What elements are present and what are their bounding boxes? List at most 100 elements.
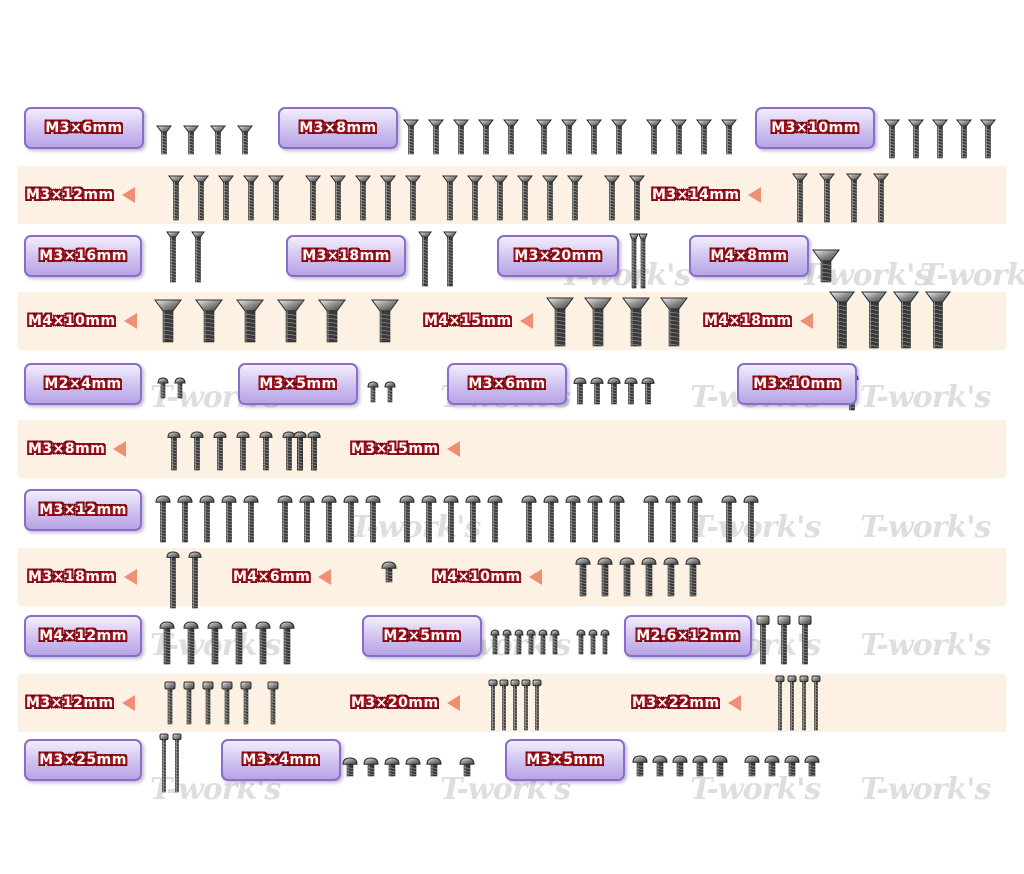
- screw-icon: [418, 231, 432, 287]
- triangle-left-icon: [123, 313, 137, 329]
- size-label-badge: M2.6×12mm: [624, 615, 752, 657]
- triangle-left-icon: [446, 695, 460, 711]
- watermark-text: T-work's: [690, 510, 821, 545]
- screw-icon: [399, 495, 415, 543]
- screw-icon: [279, 621, 295, 665]
- triangle-left-icon: [528, 569, 542, 585]
- size-label-badge: M3×5mm: [505, 739, 625, 781]
- screw-icon: [236, 431, 250, 471]
- screw-icon: [174, 377, 186, 399]
- screw-icon: [692, 755, 708, 777]
- screw-icon: [907, 119, 925, 159]
- screw-icon: [157, 377, 169, 399]
- screw-icon: [535, 119, 553, 155]
- size-label-badge: M2×5mm: [362, 615, 482, 657]
- screw-icon: [590, 377, 604, 405]
- screw-icon: [597, 557, 613, 597]
- size-label-badge: M3×10mm: [755, 107, 875, 149]
- screw-icon: [155, 125, 173, 155]
- screw-icon: [342, 757, 358, 777]
- screw-icon: [804, 755, 820, 777]
- screw-icon: [560, 119, 578, 155]
- watermark-text: T-work's: [860, 380, 991, 415]
- screw-icon: [421, 495, 437, 543]
- screw-icon: [318, 299, 346, 343]
- size-label: M4×15mm: [424, 305, 533, 337]
- screw-icon: [587, 495, 603, 543]
- screw-icon: [379, 175, 397, 221]
- screw-icon: [712, 755, 728, 777]
- screw-icon: [607, 377, 621, 405]
- size-label-text: M3×10mm: [771, 120, 859, 136]
- size-label-text: M3×20mm: [351, 695, 439, 711]
- row-band: [18, 548, 1006, 606]
- screw-icon: [443, 231, 457, 287]
- screw-icon: [443, 495, 459, 543]
- screw-icon: [167, 431, 181, 471]
- screw-icon: [159, 733, 169, 793]
- size-label-text: M4×6mm: [233, 569, 311, 585]
- triangle-left-icon: [446, 441, 460, 457]
- size-label-badge: M3×4mm: [221, 739, 341, 781]
- screw-icon: [516, 175, 534, 221]
- screw-icon: [541, 175, 559, 221]
- screw-icon: [791, 173, 809, 223]
- size-label-text: M3×12mm: [26, 695, 114, 711]
- size-label-text: M3×18mm: [302, 248, 390, 264]
- screw-icon: [231, 621, 247, 665]
- screw-icon: [784, 755, 800, 777]
- screw-icon: [293, 431, 307, 471]
- screw-icon: [925, 291, 951, 349]
- screw-icon: [236, 125, 254, 155]
- screw-icon: [402, 119, 420, 155]
- size-label: M3×8mm: [28, 433, 127, 465]
- size-label-badge: M3×10mm: [737, 363, 857, 405]
- size-label-badge: M3×6mm: [447, 363, 567, 405]
- screw-icon: [159, 621, 175, 665]
- screw-icon: [259, 431, 273, 471]
- screw-icon: [167, 175, 185, 221]
- size-label-badge: M3×6mm: [24, 107, 144, 149]
- size-label-text: M3×10mm: [753, 376, 841, 392]
- size-label-badge: M3×20mm: [497, 235, 619, 277]
- size-label-text: M4×12mm: [39, 628, 127, 644]
- triangle-left-icon: [121, 187, 135, 203]
- screw-icon: [576, 629, 586, 655]
- screw-icon: [166, 551, 180, 609]
- triangle-left-icon: [318, 569, 332, 585]
- size-label: M3×18mm: [28, 561, 137, 593]
- screw-icon: [384, 757, 400, 777]
- screw-icon: [466, 175, 484, 221]
- screw-icon: [672, 755, 688, 777]
- screw-icon: [526, 629, 536, 655]
- screw-icon: [777, 615, 791, 665]
- screw-icon: [183, 621, 199, 665]
- size-label: M3×12mm: [26, 687, 135, 719]
- screw-icon: [242, 175, 260, 221]
- screw-icon: [183, 681, 195, 725]
- size-label: M3×14mm: [652, 179, 761, 211]
- size-label-text: M3×8mm: [28, 441, 106, 457]
- size-label-text: M2×4mm: [44, 376, 122, 392]
- screw-icon: [221, 495, 237, 543]
- screw-icon: [600, 629, 610, 655]
- screw-icon: [721, 495, 737, 543]
- screw-icon: [845, 173, 863, 223]
- screw-icon: [236, 299, 264, 343]
- screw-icon: [426, 757, 442, 777]
- size-label-text: M3×4mm: [242, 752, 320, 768]
- screw-icon: [665, 495, 681, 543]
- triangle-left-icon: [113, 441, 127, 457]
- screw-icon: [365, 495, 381, 543]
- screw-icon: [465, 495, 481, 543]
- screw-icon: [277, 495, 293, 543]
- screw-icon: [543, 495, 559, 543]
- screw-icon: [213, 431, 227, 471]
- screw-icon: [575, 557, 591, 597]
- screw-icon: [979, 119, 997, 159]
- screw-icon: [240, 681, 252, 725]
- triangle-left-icon: [799, 313, 813, 329]
- screw-icon: [872, 173, 890, 223]
- screw-icon: [267, 175, 285, 221]
